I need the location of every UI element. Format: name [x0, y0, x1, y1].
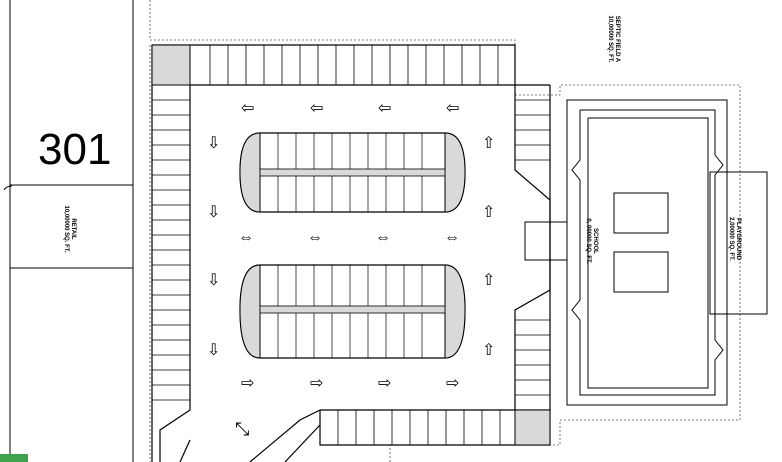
arrow-right-icon: ⇨: [310, 375, 324, 392]
retail-name: RETAIL: [70, 218, 76, 240]
arrow-diagonal-icon: ⤡: [235, 419, 250, 439]
retail-label: RETAIL 10,00000 SQ. FT.: [62, 204, 76, 254]
playground-area: 2,00000 SQ. FT.: [728, 217, 734, 261]
stalls-top: [209, 45, 499, 85]
playground-name: PLAYGROUND: [735, 217, 741, 261]
highway-label: 301: [38, 125, 112, 174]
arrow-left-icon: ⇦: [446, 100, 460, 117]
arrow-down-icon: ⇩: [207, 204, 221, 221]
arrow-up-icon: ⇧: [482, 342, 496, 359]
school-area: 0, 00000 SQ. FT.: [585, 218, 591, 264]
arrow-up-icon: ⇧: [482, 272, 496, 289]
status-badge: [0, 454, 28, 462]
stalls-left: [152, 99, 190, 401]
road-lines: [3, 0, 134, 462]
arrow-right-icon: ⇨: [446, 375, 460, 392]
arrow-down-icon: ⇩: [207, 342, 221, 359]
arrow-both-icon: ⇔: [444, 229, 460, 246]
playground-label: PLAYGROUND 2,00000 SQ. FT.: [727, 210, 741, 268]
arrow-both-icon: ⇔: [307, 229, 323, 246]
corner-blocks: [151, 44, 551, 446]
arrow-left-icon: ⇦: [378, 100, 392, 117]
arrow-left-icon: ⇦: [310, 100, 324, 117]
school-name: SCHOOL: [592, 228, 598, 254]
arrow-right-icon: ⇨: [241, 375, 255, 392]
property-boundary: [149, 0, 741, 462]
arrow-right-icon: ⇨: [378, 375, 392, 392]
stalls-bottom: [337, 410, 501, 445]
arrow-up-icon: ⇧: [482, 204, 496, 221]
arrow-left-icon: ⇦: [241, 100, 255, 117]
retail-area: 10,00000 SQ. FT.: [63, 205, 69, 253]
stalls-right: [515, 99, 550, 396]
school-label: SCHOOL 0, 00000 SQ. FT.: [584, 215, 598, 267]
arrow-down-icon: ⇩: [207, 135, 221, 152]
island-upper: [239, 132, 466, 213]
arrow-both-icon: ⇔: [375, 229, 391, 246]
arrow-down-icon: ⇩: [207, 272, 221, 289]
school-building: [524, 99, 768, 406]
septic-label: SEPTIC FIELD A 10,00000 SQ. FT.: [606, 9, 620, 69]
arrow-both-icon: ⇔: [238, 229, 254, 246]
arrow-up-icon: ⇧: [482, 135, 496, 152]
septic-area: 10,00000 SQ. FT.: [607, 15, 613, 63]
island-lower: [239, 264, 466, 359]
parking-lot: [151, 44, 551, 462]
septic-name: SEPTIC FIELD A: [614, 15, 620, 63]
